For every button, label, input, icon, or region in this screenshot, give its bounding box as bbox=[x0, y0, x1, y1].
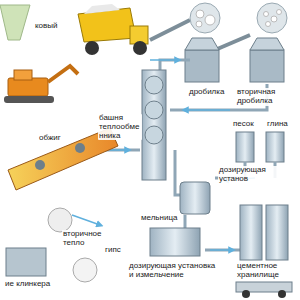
part-label: ие клинкера bbox=[4, 280, 51, 289]
crusher bbox=[185, 3, 220, 82]
excavator bbox=[4, 66, 78, 103]
mill bbox=[180, 182, 210, 214]
dump-truck bbox=[78, 4, 148, 55]
part-label: гипс bbox=[104, 246, 122, 255]
part-label: башня теплообменника bbox=[98, 114, 142, 140]
cement-storage bbox=[236, 205, 292, 298]
part-label: мельница bbox=[140, 214, 178, 223]
part-label: дозирующая установка и измельчение bbox=[128, 262, 222, 280]
part-label: вторичное тепло bbox=[62, 230, 110, 248]
heat-exchanger-tower bbox=[142, 70, 166, 180]
part-label: дозирующая установ bbox=[218, 166, 298, 184]
secondary-crusher bbox=[250, 3, 287, 82]
part-label: ковый bbox=[34, 22, 59, 31]
part-label: дробилка bbox=[188, 88, 225, 97]
part-label: цементное хранилище bbox=[236, 262, 296, 280]
part-label: песок bbox=[232, 120, 255, 129]
part-label: глина bbox=[266, 120, 289, 129]
part-label: обжиг bbox=[38, 134, 62, 143]
part-label: вторичная дробилка bbox=[236, 88, 298, 106]
